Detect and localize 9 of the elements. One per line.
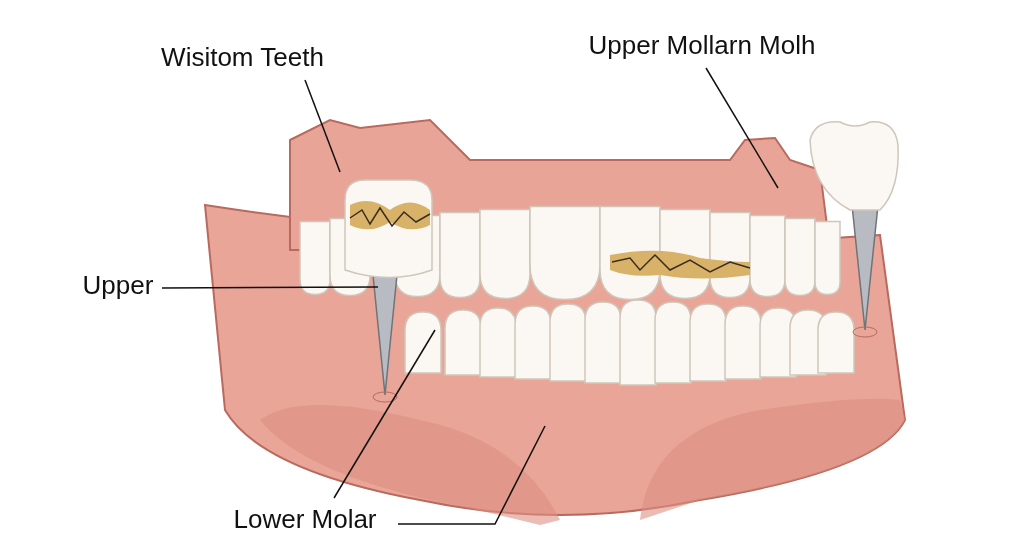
- leader-line: [705, 67, 779, 189]
- leader-line: [161, 286, 379, 289]
- leader-line: [333, 329, 436, 499]
- leader-line: [397, 425, 546, 525]
- leader-line: [304, 79, 341, 173]
- part-label: Upper: [82, 272, 154, 298]
- part-label: Wisitom Teeth: [161, 44, 324, 70]
- part-label: Lower Molar: [233, 506, 377, 532]
- part-label: Upper Mollarn Molh: [588, 32, 816, 58]
